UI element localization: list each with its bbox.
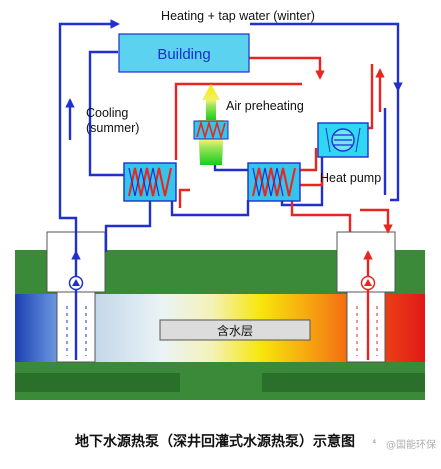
aquifer-label: 含水层 bbox=[217, 323, 253, 338]
watermark: @国能环保 bbox=[386, 438, 436, 451]
building-box bbox=[118, 33, 250, 73]
bedrock-left-block bbox=[15, 373, 180, 392]
heat-pump-label: Heat pump bbox=[320, 171, 381, 185]
building: Building bbox=[118, 33, 250, 73]
red-supply-pipes bbox=[156, 56, 393, 234]
pump-triangle-icon bbox=[68, 275, 84, 291]
bedrock-right-block bbox=[262, 373, 425, 392]
left-heat-exchanger bbox=[123, 162, 177, 202]
caption: 地下水源热泵（深井回灌式水源热泵）示意图 bbox=[75, 433, 355, 450]
air-preheater-coil bbox=[193, 120, 229, 140]
right-well-shaft bbox=[346, 291, 386, 363]
air-preheating-label: Air preheating bbox=[226, 99, 304, 113]
right-well bbox=[336, 231, 396, 363]
winter-heating-label: Heating + tap water (winter) bbox=[161, 9, 315, 23]
cooling-label-line1: Cooling bbox=[86, 106, 128, 120]
cooling-label-line2: (summer) bbox=[86, 121, 139, 135]
compressor-icon bbox=[325, 127, 361, 153]
aquifer-label-box bbox=[159, 319, 311, 341]
caption-mark: ⁴ bbox=[372, 438, 376, 449]
heat-pump bbox=[317, 122, 369, 158]
pump-triangle-icon bbox=[360, 275, 376, 291]
building-label: Building bbox=[157, 46, 210, 63]
right-heat-exchanger bbox=[247, 162, 301, 202]
